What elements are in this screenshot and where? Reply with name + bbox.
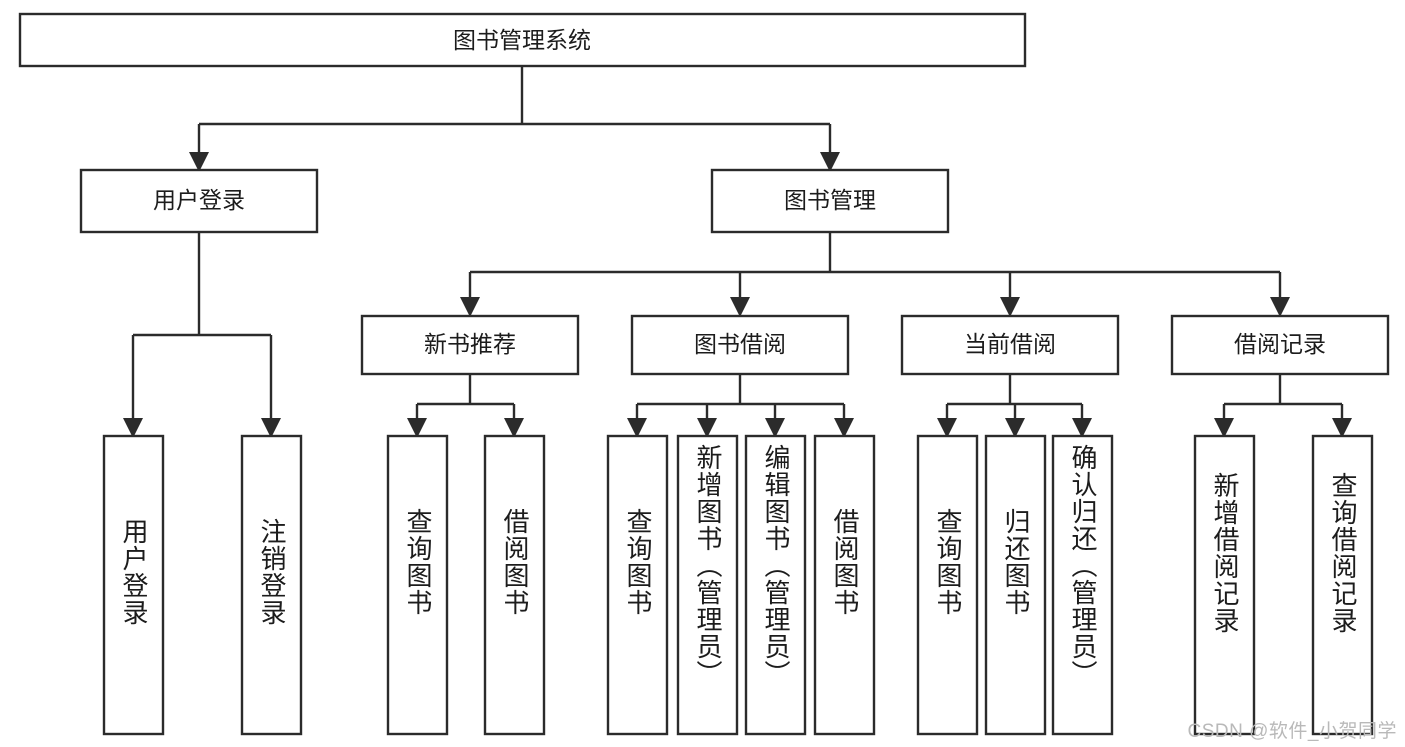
node-leaf-query-book-1[interactable] [386, 434, 449, 736]
node-leaf-query-book-2[interactable] [606, 434, 669, 736]
node-root[interactable]: 图书管理系统 [18, 12, 1027, 68]
connector-book-management-trunk [468, 232, 1282, 299]
node-leaf-user-login[interactable] [102, 434, 165, 736]
node-leaf-query-record[interactable] [1311, 434, 1374, 736]
arrow-to-leaf-query-book-1 [407, 418, 427, 438]
node-leaf-query-book-3[interactable] [916, 434, 979, 736]
node-book-borrow[interactable]: 图书借阅 [630, 314, 850, 376]
arrow-to-leaf-user-login [123, 418, 143, 438]
arrow-to-leaf-query-book-3 [937, 418, 957, 438]
node-book-borrow-label: 图书借阅 [694, 331, 786, 357]
arrow-to-leaf-borrow-book-1 [504, 418, 524, 438]
connector-layer [131, 66, 1344, 420]
node-leaf-borrow-book-1[interactable] [483, 434, 546, 736]
csdn-watermark: CSDN @软件_小贺同学 [1187, 721, 1397, 742]
node-borrow-record-label: 借阅记录 [1234, 331, 1326, 357]
node-user-login[interactable]: 用户登录 [79, 168, 319, 234]
node-leaf-add-record[interactable] [1193, 434, 1256, 736]
node-new-book-recommend[interactable]: 新书推荐 [360, 314, 580, 376]
node-leaf-borrow-book-2[interactable] [813, 434, 876, 736]
node-leaf-logout-login[interactable] [240, 434, 303, 736]
connector-user-login-trunk [131, 232, 273, 420]
arrow-to-leaf-confirm-return [1072, 418, 1092, 438]
arrow-to-leaf-query-record [1332, 418, 1352, 438]
arrow-to-leaf-borrow-book-2 [834, 418, 854, 438]
arrow-to-user-login [189, 152, 209, 172]
node-leaf-edit-book[interactable] [744, 434, 807, 736]
arrow-to-borrow-record [1270, 297, 1290, 317]
arrow-to-leaf-add-record [1214, 418, 1234, 438]
arrow-to-book-borrow [730, 297, 750, 317]
node-user-login-label: 用户登录 [153, 187, 245, 213]
node-current-borrow-label: 当前借阅 [964, 331, 1056, 357]
connector-root-trunk [197, 66, 832, 154]
node-book-management-label: 图书管理 [784, 187, 876, 213]
arrow-to-book-management [820, 152, 840, 172]
connector-current-borrow-trunk [945, 374, 1084, 420]
arrow-to-new-book-recommend [460, 297, 480, 317]
connector-new-book-recommend-trunk [415, 374, 516, 420]
arrow-to-leaf-query-book-2 [627, 418, 647, 438]
arrow-to-leaf-edit-book [765, 418, 785, 438]
arrow-to-leaf-return-book [1005, 418, 1025, 438]
arrow-to-current-borrow [1000, 297, 1020, 317]
node-borrow-record[interactable]: 借阅记录 [1170, 314, 1390, 376]
connector-borrow-record-trunk [1222, 374, 1344, 420]
node-root-label: 图书管理系统 [453, 27, 591, 53]
node-leaf-add-book[interactable] [676, 434, 739, 736]
node-new-book-recommend-label: 新书推荐 [424, 331, 516, 357]
node-book-management[interactable]: 图书管理 [710, 168, 950, 234]
arrowhead-layer [123, 152, 1352, 438]
connector-book-borrow-trunk [635, 374, 846, 420]
node-current-borrow[interactable]: 当前借阅 [900, 314, 1120, 376]
node-leaf-return-book[interactable] [984, 434, 1047, 736]
arrow-to-leaf-add-book [697, 418, 717, 438]
arrow-to-leaf-logout-login [261, 418, 281, 438]
node-layer: 图书管理系统 用户登录 图书管理 新书推荐 图书借阅 [18, 12, 1390, 736]
node-leaf-confirm-return[interactable] [1051, 434, 1114, 736]
